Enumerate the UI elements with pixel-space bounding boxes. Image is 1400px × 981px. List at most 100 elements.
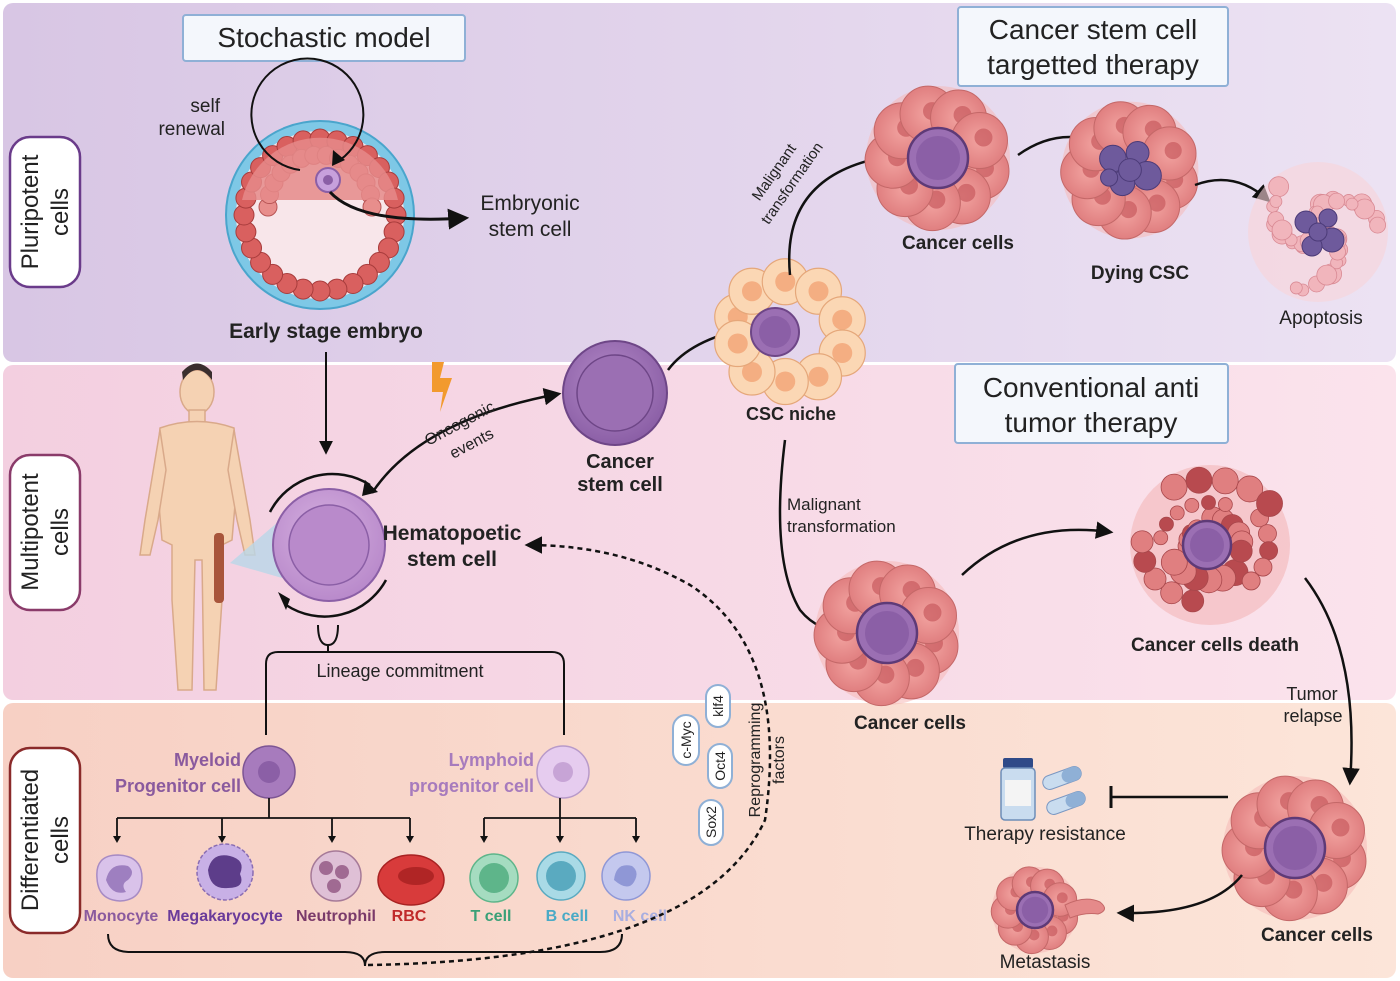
band-label-differentiated-line2: cells [47,816,74,864]
lymphoid-line2: progenitor cell [409,776,534,796]
lightning-icon [432,362,452,412]
early-stage-embryo-label: Early stage embryo [229,320,423,343]
arrow-reprogramming [367,536,772,967]
differentiated-brace [107,933,623,967]
apoptosis-cell [1248,162,1388,302]
tumor-relapse-line2: relapse [1283,706,1342,726]
nk-cell-label: NK cell [613,908,667,925]
factor-sox2-text: Sox2 [703,806,719,838]
malignant-mid-line1: Malignant [787,495,861,514]
metastasis-label: Metastasis [1000,952,1091,973]
band-label-multipotent-line1: Multipotent [17,473,44,591]
band-label-pluripotent-line1: Pluripotent [17,154,44,269]
cancer-stem-cell-line2: stem cell [577,474,663,496]
band-label-multipotent: Multipotent cells [8,453,82,612]
lineage-commitment-label: Lineage commitment [316,661,483,681]
lineage-bracket [265,651,565,735]
arrow-oncogenic-events [370,387,562,494]
reprogramming-line2: factors [771,736,788,784]
title-conventional-therapy: Conventional anti tumor therapy [954,363,1229,444]
self-renewal-arrowhead [332,150,345,166]
cancer-cells-death-label: Cancer cells death [1131,635,1299,656]
lymphoid-progenitor-cell [536,745,590,799]
t-cell [469,853,519,903]
factor-oct4-text: Oct4 [712,751,728,781]
monocyte-cell [96,854,143,902]
cancer-cells-bottom-label: Cancer cells [1261,925,1373,946]
hsc-label-line2: stem cell [407,548,497,571]
cancer-cells-mid-label: Cancer cells [854,713,966,734]
myeloid-progenitor-cell [242,745,296,799]
hsc-renewal-arc-bottom [285,579,388,618]
title-csc-therapy-line1: Cancer stem cell [989,14,1198,45]
megakaryocyte-cell [196,843,254,901]
dying-csc [1060,101,1199,240]
myeloid-line2: Progenitor cell [115,776,241,796]
title-conventional-line1: Conventional anti [983,372,1199,403]
therapy-resistance-label: Therapy resistance [964,824,1126,845]
dying-csc-label: Dying CSC [1091,263,1189,284]
myeloid-branches [116,798,411,838]
factor-pill-oct4: Oct4 [707,743,733,789]
b-cell-label: B cell [546,908,589,925]
self-renewal-loop [250,57,365,171]
reprogramming-line1: Reprogramming [747,703,764,818]
lymphoid-line1: Lymphoid [449,750,534,770]
arrow-to-cell-death [961,521,1114,576]
cancer-stem-cell-line1: Cancer [586,451,654,473]
rbc-cell [377,854,445,906]
lymphoid-branches [483,798,637,838]
band-label-pluripotent: Pluripotent cells [8,135,82,289]
factor-pill-sox2: Sox2 [698,799,724,846]
title-csc-therapy: Cancer stem cell targetted therapy [957,6,1229,87]
title-stochastic-model: Stochastic model [182,14,466,62]
malignant-mid-line2: transformation [787,517,896,536]
rbc-label: RBC [392,908,427,925]
capsule-icon [1042,766,1086,815]
t-cell-label: T cell [471,908,512,925]
cancer-cells-death [1130,465,1290,625]
cancer-cells-top-label: Cancer cells [902,233,1014,254]
embryonic-stem-cell-line2: stem cell [489,218,572,241]
cancer-cells-mid [813,560,959,707]
cancer-stem-cell [562,340,668,446]
tumor-relapse-line1: Tumor [1286,684,1337,704]
pill-bottle-icon [1000,758,1036,821]
neutrophil-label: Neutrophil [296,908,376,925]
metastasis-cell [990,866,1105,955]
femur-bone-icon [214,533,224,603]
multipotent-band [3,365,1396,700]
title-stochastic-model-text: Stochastic model [217,22,430,53]
nk-cell [601,851,651,901]
arrow-tumor-relapse [1304,577,1360,786]
myeloid-line1: Myeloid [174,750,241,770]
cancer-cells-bottom [1221,775,1367,922]
magnify-cone [230,522,282,578]
self-renewal-line1: self [190,96,220,117]
arrow-to-metastasis [1116,874,1243,923]
title-csc-therapy-line2: targetted therapy [987,49,1199,80]
hsc-label-line1: Hematopoetic [383,522,522,545]
csc-niche [714,258,866,406]
neutrophil-cell [310,850,362,902]
csc-niche-label: CSC niche [746,404,836,424]
megakaryocyte-label: Megakaryocyte [167,908,283,925]
band-label-multipotent-line2: cells [47,508,74,556]
factor-cmyc-text: c-Myc [678,721,694,758]
factor-klf4-text: klf4 [710,695,726,717]
hsc-renewal-arc-top [268,472,371,513]
cancer-cells-top [864,85,1010,232]
band-label-pluripotent-line2: cells [47,188,74,236]
factor-pill-klf4: klf4 [705,684,731,728]
embryonic-stem-cell-line1: Embryonic [480,192,579,215]
embryo [225,120,415,310]
hematopoetic-stem-cell [272,488,386,602]
band-label-differentiated-line1: Differentiated [17,769,44,911]
factor-pill-cmyc: c-Myc [672,714,700,766]
title-conventional-line2: tumor therapy [1005,407,1178,438]
band-label-differentiated: Differentiated cells [8,746,82,935]
self-renewal-line2: renewal [158,119,225,140]
b-cell [536,851,586,901]
